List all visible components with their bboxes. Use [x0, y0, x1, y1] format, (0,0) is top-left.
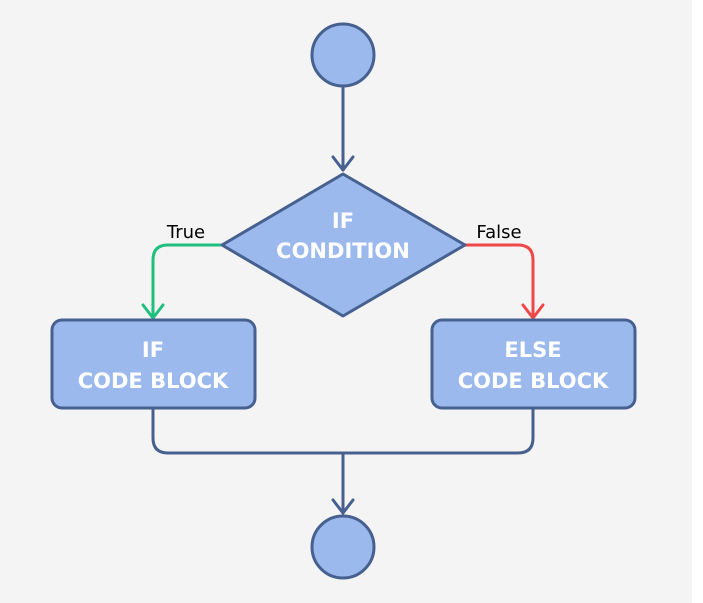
- else-code-block-node: [430, 318, 637, 410]
- edge-true: [151, 243, 224, 320]
- condition-label-line1: IF: [332, 209, 354, 233]
- edge-false-arrowhead: [521, 303, 545, 320]
- if-block-label-line2: CODE BLOCK: [78, 369, 229, 393]
- edge-true-arrowhead: [141, 303, 165, 320]
- edge-end-arrowhead: [331, 498, 355, 515]
- edge-false: [463, 243, 535, 320]
- if-block-label-line1: IF: [142, 338, 164, 362]
- true-label: True: [166, 222, 205, 243]
- edge-start-arrowhead: [331, 155, 355, 172]
- condition-label-line2: CONDITION: [276, 239, 410, 263]
- start-node: [310, 22, 376, 88]
- condition-node: [220, 172, 467, 318]
- end-node: [310, 514, 376, 580]
- if-code-block-node: [50, 318, 257, 410]
- else-block-label-line2: CODE BLOCK: [458, 369, 609, 393]
- else-block-label-line1: ELSE: [504, 338, 561, 362]
- edge-merge: [151, 408, 535, 455]
- false-label: False: [476, 222, 521, 243]
